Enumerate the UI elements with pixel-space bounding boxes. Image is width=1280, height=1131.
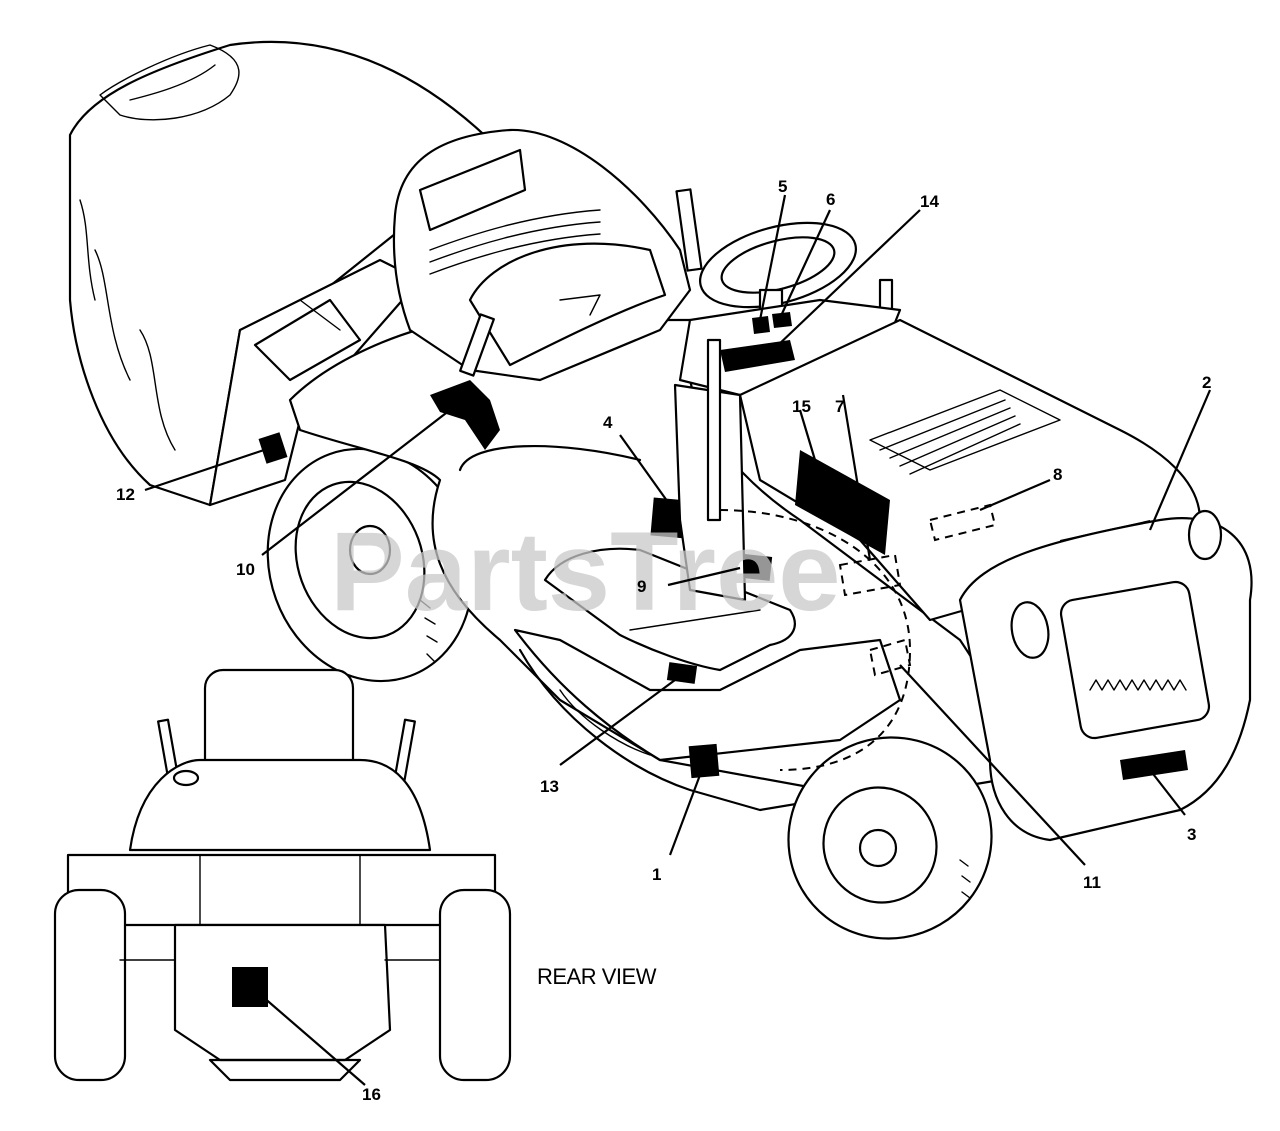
callout-14: 14 — [920, 192, 939, 211]
rear-view-inset — [53, 668, 512, 1082]
callout-4: 4 — [603, 413, 613, 432]
callout-3: 3 — [1187, 825, 1196, 844]
decal-16 — [232, 967, 268, 1007]
seat — [392, 128, 692, 382]
callout-12: 12 — [116, 485, 135, 504]
decal-12 — [258, 432, 288, 464]
callout-6: 6 — [826, 190, 835, 209]
deck-decal-highlight — [719, 509, 912, 771]
callout-10: 10 — [236, 560, 255, 579]
decal-5 — [752, 316, 770, 334]
watermark: PartsTree — [330, 509, 841, 634]
leader-lines — [144, 194, 1212, 1086]
front-grille — [958, 509, 1253, 842]
callout-2: 2 — [1202, 373, 1211, 392]
grass-catcher-bag — [68, 40, 502, 507]
callout-9: 9 — [637, 577, 646, 596]
callout-11: 11 — [1083, 873, 1101, 892]
callout-8: 8 — [1053, 465, 1062, 484]
decal-13 — [666, 662, 698, 684]
decal-7 — [838, 553, 902, 597]
decal-11 — [868, 638, 912, 677]
deck-lift-lever — [430, 313, 500, 450]
throttle-lever — [878, 278, 894, 312]
decal-6 — [772, 312, 792, 328]
callout-13: 13 — [540, 777, 559, 796]
decal-1 — [688, 743, 720, 779]
callout-5: 5 — [778, 177, 787, 196]
shift-lever — [675, 188, 703, 272]
front-wheel — [787, 736, 993, 940]
decal-3 — [1120, 750, 1188, 780]
decal-15 — [795, 450, 890, 555]
callout-labels: 1 2 3 4 5 6 7 8 9 10 11 12 13 14 15 16 R… — [116, 177, 1211, 1104]
callout-15: 15 — [792, 397, 811, 416]
callout-16: 16 — [362, 1085, 381, 1104]
rear-view-label: REAR VIEW — [537, 964, 657, 989]
decal-10 — [430, 380, 500, 450]
callout-7: 7 — [835, 397, 844, 416]
dash-console — [673, 298, 902, 602]
callout-1: 1 — [652, 865, 661, 884]
